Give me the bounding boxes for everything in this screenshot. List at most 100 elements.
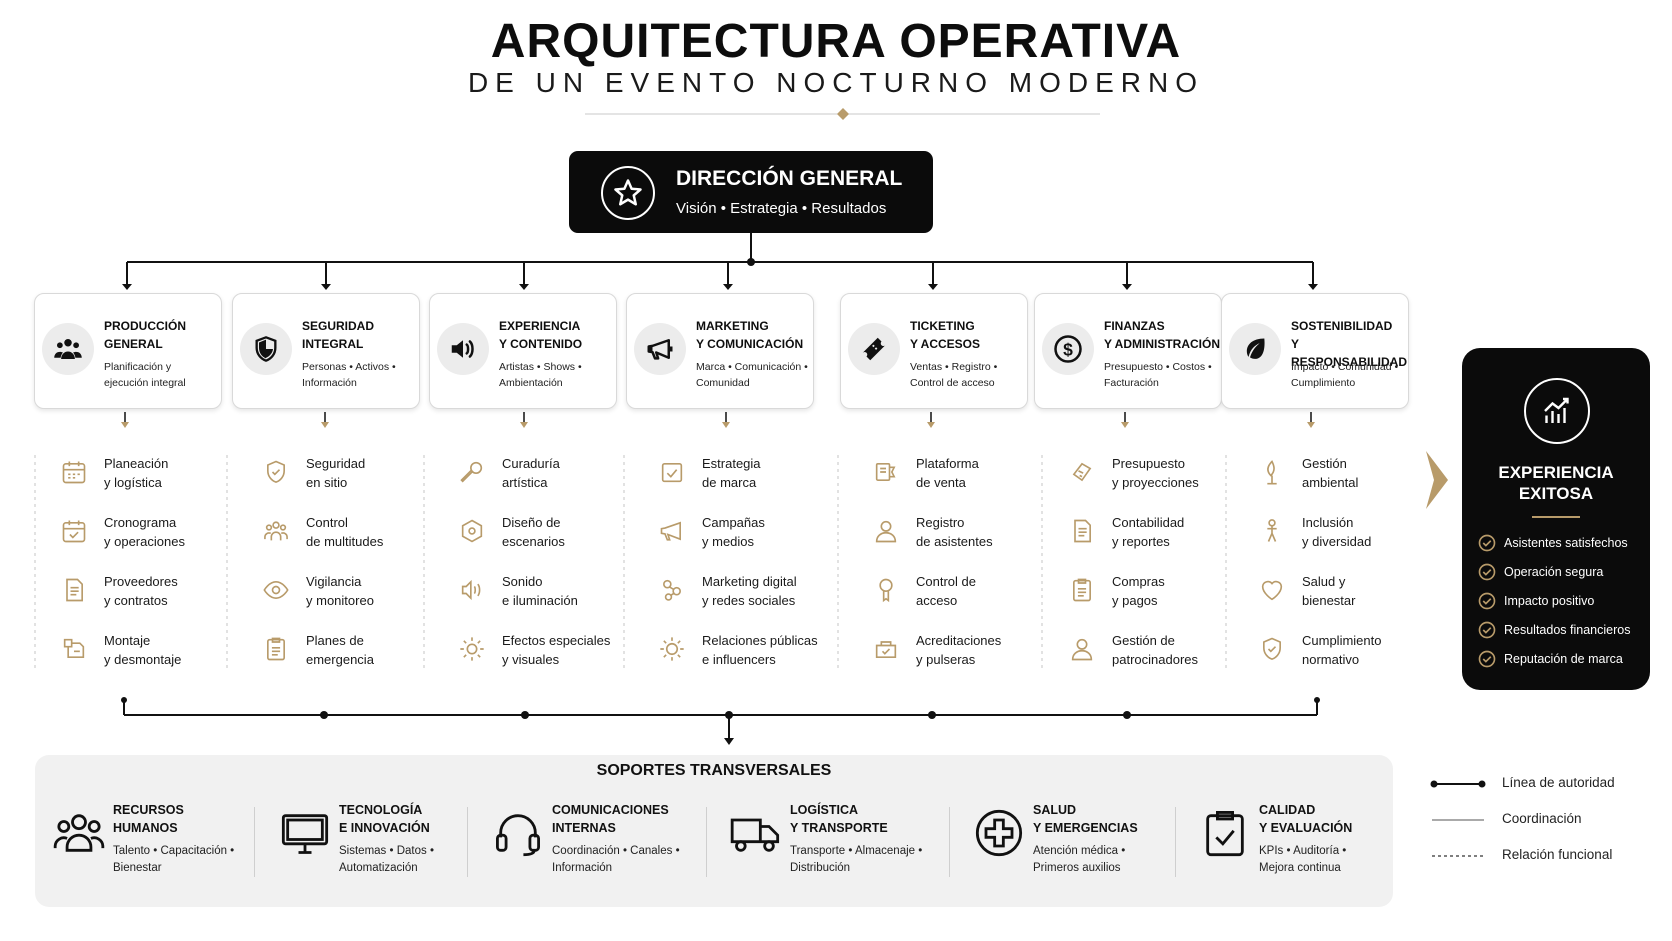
headset-icon xyxy=(496,814,540,857)
list-item: Compras y pagos xyxy=(1042,570,1228,612)
wristband-icon xyxy=(875,641,897,658)
support-item: RECURSOS HUMANOS Talento • Capacitación … xyxy=(53,797,253,897)
legend-label: Línea de autoridad xyxy=(1502,775,1615,790)
ticket-small-icon xyxy=(875,463,896,481)
list-item: Relaciones públicas e influencers xyxy=(632,629,818,671)
badge-icon xyxy=(879,578,893,603)
check-circle-icon xyxy=(1478,650,1496,667)
support-desc: KPIs • Auditoría • Mejora continua xyxy=(1259,845,1347,874)
build-icon xyxy=(63,638,85,658)
network-icon xyxy=(663,579,681,601)
divider xyxy=(949,807,950,877)
item-label: Plataforma de venta xyxy=(916,456,979,490)
item-label: Diseño de escenarios xyxy=(502,515,565,549)
shield-small-icon xyxy=(1263,637,1281,661)
stage-icon xyxy=(461,519,483,543)
support-item: LOGÍSTICA Y TRANSPORTE Transporte • Alma… xyxy=(730,797,940,897)
receipt-icon xyxy=(1073,578,1091,602)
megaphone-icon xyxy=(634,323,686,375)
item-label: Control de acceso xyxy=(916,574,976,608)
support-name: RECURSOS HUMANOS xyxy=(113,803,184,835)
legend-authority-line xyxy=(1430,780,1486,788)
list-item: Cronograma y operaciones xyxy=(34,511,220,553)
heart-icon xyxy=(1261,580,1283,601)
inclusion-icon xyxy=(1267,519,1277,542)
list-item: Registro de asistentes xyxy=(846,511,1032,553)
experience-item-label: Operación segura xyxy=(1504,564,1604,579)
divider xyxy=(706,807,707,877)
shield-icon xyxy=(240,323,292,375)
item-label: Registro de asistentes xyxy=(916,515,993,549)
shield-check-icon xyxy=(267,460,285,484)
experience-item: Reputación de marca xyxy=(1478,644,1630,673)
list-item: Curaduría artística xyxy=(432,452,618,494)
item-label: Vigilancia y monitoreo xyxy=(306,574,374,608)
legend-functional: Relación funcional xyxy=(1430,844,1670,868)
item-label: Seguridad en sitio xyxy=(306,456,366,490)
item-label: Control de multitudes xyxy=(306,515,384,549)
supports-title: SOPORTES TRANSVERSALES xyxy=(596,762,832,779)
dept-experiencia: EXPERIENCIA Y CONTENIDO Artistas • Shows… xyxy=(429,293,617,409)
medical-cross-icon xyxy=(975,809,1023,857)
item-label: Inclusión y diversidad xyxy=(1302,515,1372,549)
support-desc: Atención médica • Primeros auxilios xyxy=(1033,845,1126,874)
column-finanzas: Presupuesto y proyecciones Contabilidad … xyxy=(1042,452,1228,668)
check-circle-icon xyxy=(1478,592,1496,609)
dept-finanzas: $ FINANZAS Y ADMINISTRACIÓN Presupuesto … xyxy=(1034,293,1222,409)
item-label: Cronograma y operaciones xyxy=(104,515,185,549)
item-label: Curaduría artística xyxy=(502,456,560,490)
experience-list: Asistentes satisfechos Operación segura … xyxy=(1478,528,1630,673)
legend-authority: Línea de autoridad xyxy=(1430,772,1670,796)
dept-desc: Artistas • Shows • Ambientación xyxy=(499,361,582,389)
list-item: Cumplimiento normativo xyxy=(1232,629,1418,671)
item-label: Presupuesto y proyecciones xyxy=(1112,456,1199,490)
divider xyxy=(467,807,468,877)
crowd-icon xyxy=(264,521,288,541)
document-icon xyxy=(66,578,83,602)
dept-ticketing: TICKETING Y ACCESOS Ventas • Registro • … xyxy=(840,293,1028,409)
dollar-icon: $ xyxy=(1042,323,1094,375)
experience-item: Operación segura xyxy=(1478,557,1630,586)
dept-name: MARKETING Y COMUNICACIÓN xyxy=(696,319,804,351)
check-circle-icon xyxy=(1478,534,1496,551)
direccion-general-box: DIRECCIÓN GENERAL Visión • Estrategia • … xyxy=(569,151,933,233)
item-label: Relaciones públicas e influencers xyxy=(702,633,818,667)
top-subtitle: Visión • Estrategia • Resultados xyxy=(676,200,887,217)
page-subtitle: DE UN EVENTO NOCTURNO MODERNO xyxy=(467,67,1205,98)
experience-item-label: Reputación de marca xyxy=(1504,651,1623,666)
target-icon xyxy=(661,463,683,483)
dept-seguridad: SEGURIDAD INTEGRAL Personas • Activos • … xyxy=(232,293,420,409)
list-item: Sonido e iluminación xyxy=(432,570,618,612)
list-item: Inclusión y diversidad xyxy=(1232,511,1418,553)
item-label: Planes de emergencia xyxy=(306,633,374,667)
monitor-icon xyxy=(281,814,329,854)
sun-icon xyxy=(660,637,684,661)
calendar-icon xyxy=(62,461,86,484)
support-desc: Coordinación • Canales • Información xyxy=(552,845,680,874)
list-item: Acreditaciones y pulseras xyxy=(846,629,1032,671)
dept-produccion: PRODUCCIÓN GENERAL Planificación y ejecu… xyxy=(34,293,222,409)
column-marketing: Estrategia de marca Campañas y medios Ma… xyxy=(632,452,818,668)
legend-functional-line xyxy=(1432,855,1484,857)
item-label: Campañas y medios xyxy=(702,515,765,549)
calendar-check-icon xyxy=(62,520,86,543)
speaker-icon xyxy=(437,323,489,375)
people-icon xyxy=(42,323,94,375)
item-label: Compras y pagos xyxy=(1112,574,1165,608)
clipboard-check-icon xyxy=(1206,811,1244,857)
dept-desc: Ventas • Registro • Control de acceso xyxy=(910,361,998,389)
eye-icon xyxy=(263,581,289,599)
list-item: Gestión de patrocinadores xyxy=(1042,629,1228,671)
user-icon xyxy=(875,520,897,543)
list-item: Seguridad en sitio xyxy=(236,452,422,494)
experience-item: Resultados financieros xyxy=(1478,615,1630,644)
list-item: Efectos especiales y visuales xyxy=(432,629,618,671)
support-name: CALIDAD Y EVALUACIÓN xyxy=(1259,803,1353,835)
list-item: Montaje y desmontaje xyxy=(34,629,220,671)
item-label: Efectos especiales y visuales xyxy=(502,633,611,667)
item-label: Planeación y logística xyxy=(104,456,169,490)
experience-title: EXPERIENCIA EXITOSA xyxy=(1498,463,1614,503)
support-item: CALIDAD Y EVALUACIÓN KPIs • Auditoría • … xyxy=(1199,797,1389,897)
list-item: Marketing digital y redes sociales xyxy=(632,570,818,612)
leaf-icon xyxy=(1229,323,1281,375)
